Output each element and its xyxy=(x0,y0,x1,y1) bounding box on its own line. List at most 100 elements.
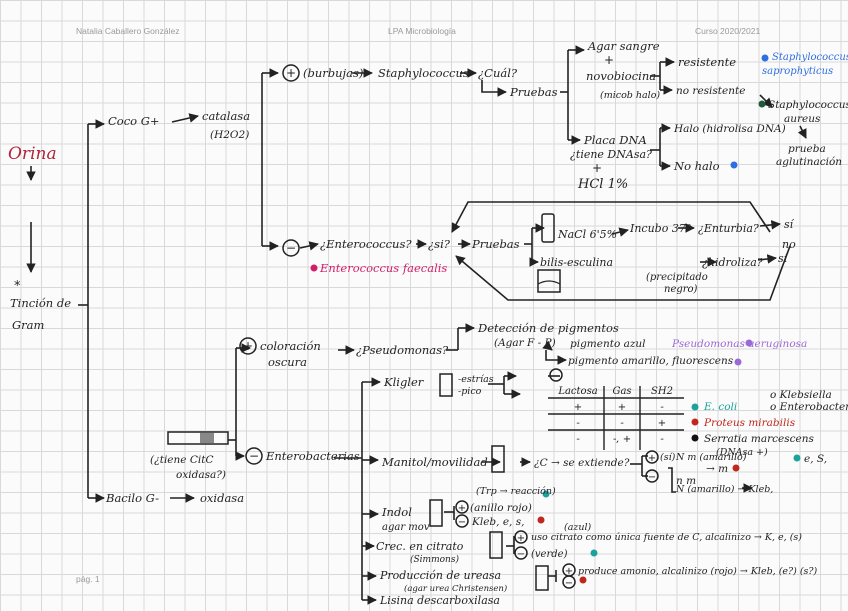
minus-sign: − xyxy=(565,578,573,589)
title-orina: Orina xyxy=(8,144,57,164)
agar-fp-node: (Agar F - P) xyxy=(494,337,556,349)
trp-node: (Trp → reacción) xyxy=(476,486,556,497)
citrato-positive-node: uso citrato como única fuente de C, alca… xyxy=(531,532,802,543)
petri-precipitate-icon xyxy=(537,280,561,285)
plus-circle xyxy=(645,450,659,464)
minus-circle xyxy=(245,447,263,465)
test-tube-icon xyxy=(489,531,503,559)
klebsiella-node: o Klebsiella xyxy=(770,389,832,401)
indol-node: Indol xyxy=(381,505,412,519)
precipitado-line-1: (precipitado xyxy=(646,272,708,283)
table-cell: - xyxy=(620,418,624,429)
si-answer-2: sí xyxy=(778,252,789,265)
minus-sign: − xyxy=(249,449,259,463)
oxidase-strip-mark xyxy=(200,433,214,443)
novobiocina-node: novobiocina xyxy=(586,69,656,83)
agar-sangre-node: Agar sangre xyxy=(587,39,660,53)
plus-circle xyxy=(514,530,528,544)
minus-circle xyxy=(645,469,659,483)
table-cell: - xyxy=(660,402,664,413)
plus-sign: + xyxy=(517,533,525,544)
staph-saprophyticus-line-1: Staphylococcus xyxy=(772,52,848,63)
red-dot xyxy=(537,516,545,524)
plus-circle xyxy=(455,500,469,514)
table-cell: - xyxy=(576,418,580,429)
manitol-node: Manitol/movilidad xyxy=(381,455,488,469)
minus-circle xyxy=(549,368,563,382)
table-cell: -, + xyxy=(613,434,631,445)
novobiocina-note: (micob halo) xyxy=(600,90,660,101)
enterococcus-faecalis: Enterococcus faecalis xyxy=(319,261,447,275)
christensen-node: (agar urea Christensen) xyxy=(404,583,507,594)
nacl-node: NaCl 6'5% xyxy=(557,228,617,241)
to-m-node: → m xyxy=(706,463,728,475)
manitol-plus-note: (sí) xyxy=(660,452,676,463)
oxidasa-node: oxidasa xyxy=(200,491,244,505)
teal-dot xyxy=(793,454,801,462)
table-cell: + xyxy=(658,418,666,429)
plus-symbol: + xyxy=(604,53,614,67)
lisina-node: Lisina descarboxilasa xyxy=(379,594,500,607)
pico-label: -pico xyxy=(458,386,482,397)
no-halo-node: No halo xyxy=(673,159,720,173)
minus-circle xyxy=(455,514,469,528)
hcl-node: HCl 1% xyxy=(577,177,628,192)
plus-sign: + xyxy=(286,66,296,80)
serratia-node: Serratia marcescens xyxy=(704,433,814,445)
oxidase-strip-icon xyxy=(167,431,229,445)
ureasa-positive-node: produce amonio, alcalinizo (rojo) → Kleb… xyxy=(578,566,818,577)
enturbia-node: ¿Enturbia? xyxy=(698,222,759,235)
verde-node: (verde) xyxy=(531,549,568,560)
coloracion-line-2: oscura xyxy=(268,355,307,369)
header-author: Natalia Caballero González xyxy=(76,26,180,36)
agar-mov-node: agar mov xyxy=(382,522,430,533)
teal-dot xyxy=(590,549,598,557)
pruebas-node-1: Pruebas xyxy=(509,85,558,99)
si-answer: sí xyxy=(784,218,795,231)
estrias-label: -estrías xyxy=(458,374,494,385)
plus-symbol-2: + xyxy=(592,161,602,175)
minus-circle xyxy=(562,575,576,589)
blue-dot xyxy=(761,54,769,62)
header-subject: LPA Microbiología xyxy=(388,26,456,36)
resistente-node: resistente xyxy=(678,55,736,69)
minus-sign: − xyxy=(552,371,560,382)
proteus-node: Proteus mirabilis xyxy=(703,417,796,429)
table-cell: - xyxy=(576,434,580,445)
halo-node: Halo (hidrolisa DNA) xyxy=(673,123,786,135)
citrato-node: Crec. en citrato xyxy=(376,540,464,553)
table-cell: + xyxy=(574,402,582,413)
asterisk: * xyxy=(14,279,21,294)
kligler-table-lines xyxy=(548,386,684,450)
purple-dot xyxy=(745,339,753,347)
staph-node: Staphylococcus xyxy=(378,66,469,80)
minus-sign: − xyxy=(458,517,466,528)
table-header-lactosa: Lactosa xyxy=(557,386,597,397)
minus-sign: − xyxy=(286,241,296,255)
n-m-node: n m xyxy=(676,475,696,487)
prueba-line-1: prueba xyxy=(788,143,826,155)
h2o2-node: (H2O2) xyxy=(210,129,249,141)
test-tube-icon xyxy=(429,499,443,527)
deteccion-node: Detección de pigmentos xyxy=(477,321,619,335)
tincion-label-2: Gram xyxy=(12,318,45,332)
burbujas-node: (burbujas) xyxy=(303,66,363,80)
nm-amarillo-node: N m (amarillo) xyxy=(675,452,747,463)
table-cell: + xyxy=(618,402,626,413)
enterobacter-node: o Enterobacter xyxy=(770,401,848,413)
indol-negative-node: Kleb, e, s, xyxy=(471,516,524,528)
oxidasa-question-line-2: oxidasa?) xyxy=(176,469,226,481)
green-dot xyxy=(758,100,766,108)
teal-dot xyxy=(542,490,550,498)
test-tube-icon xyxy=(491,445,505,473)
kligler-node: Kligler xyxy=(383,375,425,389)
table-cell: - xyxy=(660,434,664,445)
dnasa-plus-node: (DNAsa +) xyxy=(716,447,768,458)
pseudomonas-question: ¿Pseudomonas? xyxy=(356,343,449,357)
minus-circle xyxy=(514,546,528,560)
precipitado-line-2: negro) xyxy=(664,284,698,295)
pigmento-azul-node: pigmento azul xyxy=(570,338,646,350)
minus-sign: − xyxy=(648,472,656,483)
connector-lines xyxy=(26,45,807,605)
